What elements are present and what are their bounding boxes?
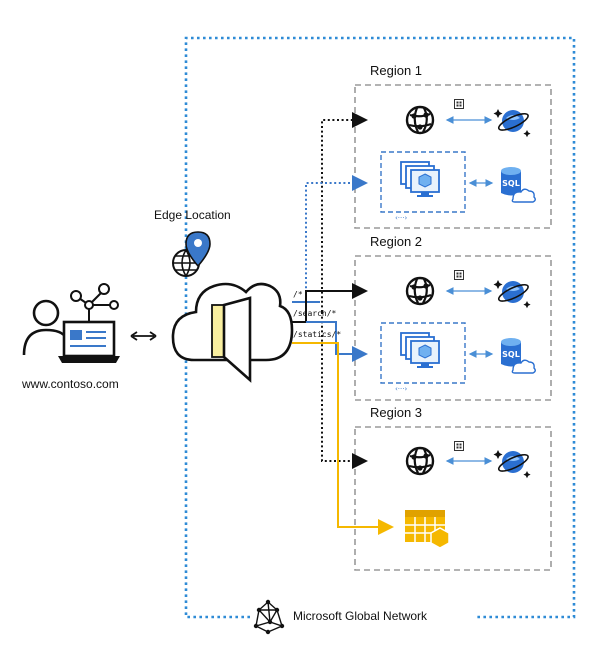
cosmos-db-icon <box>492 108 532 138</box>
region-1-box <box>354 84 552 229</box>
network-label: Microsoft Global Network <box>293 609 428 623</box>
storage-table-icon <box>405 510 450 549</box>
svg-text:‹···›: ‹···› <box>395 214 407 222</box>
route-label: /* <box>293 290 303 299</box>
region-3-title: Region 3 <box>370 405 423 420</box>
svg-text:‹···›: ‹···› <box>395 385 407 393</box>
settings-mini-icon <box>454 99 464 109</box>
route-label: /statics/* <box>293 330 342 339</box>
settings-mini-icon <box>454 270 464 280</box>
bidirectional-arrow-icon <box>130 331 157 341</box>
front-door-cloud-icon <box>171 282 294 383</box>
user-laptop-icon <box>22 283 120 363</box>
sql-database-icon <box>500 166 536 203</box>
globe-pin-icon <box>172 231 211 277</box>
region-1-title: Region 1 <box>370 63 423 78</box>
vm-scale-set-icon <box>400 161 440 198</box>
cosmos-db-icon <box>492 279 532 310</box>
cosmos-db-icon <box>492 449 532 480</box>
settings-mini-icon <box>454 441 464 451</box>
region-2-title: Region 2 <box>370 234 423 249</box>
network-mesh-icon <box>250 599 286 635</box>
vmss-group-2 <box>380 322 466 384</box>
vmss-group-1 <box>380 151 466 213</box>
traffic-manager-icon <box>405 276 435 306</box>
edge-location-label: Edge Location <box>154 208 231 222</box>
traffic-manager-icon <box>405 105 435 135</box>
global-network-border <box>184 36 576 619</box>
region-3-box <box>354 426 552 571</box>
route-label: /search/* <box>293 309 337 318</box>
traffic-manager-icon <box>405 446 435 476</box>
vm-scale-set-icon <box>400 332 440 369</box>
sql-database-icon <box>500 337 536 374</box>
region-2-box <box>354 255 552 401</box>
site-label: www.contoso.com <box>22 377 119 391</box>
